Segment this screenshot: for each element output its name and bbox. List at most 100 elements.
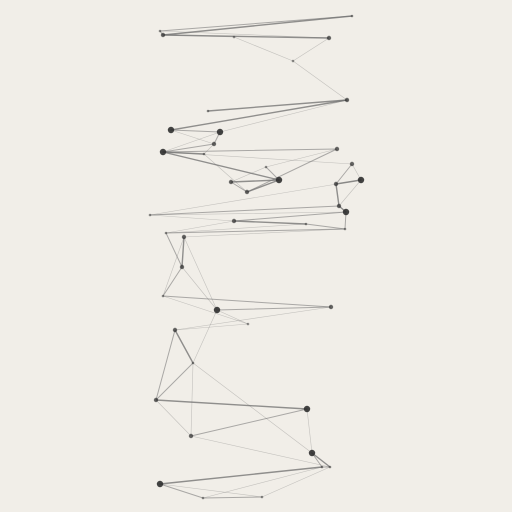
- node-n4: [232, 35, 236, 39]
- edge-n20-n24: [149, 179, 362, 216]
- edge-n1-n5: [159, 30, 330, 39]
- edge-n35-n36: [174, 329, 194, 364]
- edge-n13-n14: [162, 148, 338, 153]
- edge-n30-n31: [162, 266, 183, 297]
- node-n40: [308, 449, 316, 457]
- node-n9: [167, 126, 175, 134]
- edge-n9-n10: [170, 129, 221, 133]
- edge-n42-n44: [202, 466, 323, 499]
- node-n3: [160, 32, 166, 38]
- edge-n33-n34: [216, 309, 249, 325]
- edge-n17-n18: [230, 181, 248, 193]
- edge-n13-n16: [162, 151, 280, 181]
- edge-n35-n37: [155, 329, 176, 401]
- edge-n27-n28: [165, 228, 346, 234]
- edge-n27-n29: [183, 228, 346, 238]
- node-n36: [191, 361, 195, 365]
- node-n32: [328, 304, 334, 310]
- edge-n15-n18: [230, 166, 267, 183]
- edge-n29-n30: [181, 236, 185, 268]
- edge-n25-n26: [233, 220, 307, 225]
- node-n7: [206, 109, 210, 113]
- node-n13: [159, 148, 167, 156]
- edge-n33-n36: [192, 309, 218, 364]
- edge-n43-n44: [159, 483, 204, 499]
- edge-n10-n13: [162, 131, 221, 153]
- node-n19: [349, 161, 355, 167]
- edge-n4-n6: [233, 36, 294, 62]
- edge-n41-n45: [261, 466, 331, 498]
- edge-n6-n8: [292, 60, 348, 101]
- edge-n8-n10: [219, 99, 348, 133]
- node-n16: [275, 176, 283, 184]
- edge-n32-n33: [216, 306, 332, 311]
- edge-n37-n39: [155, 399, 192, 437]
- edge-n20-n22: [338, 179, 362, 207]
- node-n30: [179, 264, 185, 270]
- edge-n39-n41: [190, 435, 331, 468]
- node-n29: [181, 234, 187, 240]
- edge-n34-n35: [174, 323, 249, 331]
- edge-n2-n3: [162, 15, 353, 36]
- node-n24: [148, 213, 152, 217]
- edge-n12-n17: [203, 153, 248, 193]
- node-n45: [260, 495, 264, 499]
- edge-n42-n43: [159, 466, 323, 485]
- node-n31: [161, 294, 165, 298]
- edge-n14-n17: [246, 148, 338, 193]
- node-n11: [211, 141, 217, 147]
- edge-n19-n21: [335, 163, 353, 185]
- node-n37: [153, 397, 159, 403]
- node-n22: [336, 203, 342, 209]
- edge-n32-n35: [174, 306, 332, 331]
- edge-n11-n13: [162, 143, 215, 153]
- edge-n37-n38: [155, 399, 308, 410]
- edge-n25-n28: [165, 220, 235, 234]
- node-n17: [244, 189, 250, 195]
- edge-n7-n8: [207, 99, 348, 112]
- node-n28: [164, 231, 168, 235]
- edges-layer: [149, 15, 362, 499]
- node-n1: [158, 29, 162, 33]
- edge-n36-n37: [155, 362, 194, 401]
- edge-n36-n40: [192, 362, 313, 454]
- edge-n9-n11: [170, 129, 215, 145]
- edge-n13-n19: [162, 151, 353, 165]
- edge-n23-n24: [149, 211, 347, 216]
- edge-n38-n39: [190, 408, 308, 437]
- edge-n8-n9: [170, 99, 348, 131]
- node-n18: [228, 179, 234, 185]
- node-n21: [333, 181, 339, 187]
- edge-n23-n25: [233, 211, 347, 222]
- edge-n26-n27: [305, 223, 346, 230]
- edge-n28-n30: [165, 232, 183, 268]
- node-n33: [213, 306, 221, 314]
- node-n34: [246, 322, 250, 326]
- edge-n38-n40: [306, 408, 313, 454]
- edge-n40-n41: [311, 452, 331, 468]
- node-n14: [334, 146, 340, 152]
- edge-n24-n25: [149, 214, 235, 222]
- edge-n31-n32: [162, 295, 332, 308]
- node-n6: [291, 59, 295, 63]
- node-n15: [264, 165, 268, 169]
- node-n35: [172, 327, 178, 333]
- edge-n36-n39: [190, 362, 194, 437]
- edge-n1-n2: [159, 15, 353, 32]
- node-n10: [216, 128, 224, 136]
- edge-n14-n15: [265, 148, 338, 168]
- node-n27: [343, 227, 347, 231]
- node-n25: [231, 218, 237, 224]
- edge-n31-n34: [162, 295, 249, 325]
- node-n39: [188, 433, 194, 439]
- node-n26: [304, 222, 308, 226]
- node-n44: [201, 496, 205, 500]
- node-n42: [320, 465, 324, 469]
- edge-n29-n31: [162, 236, 185, 297]
- node-n23: [342, 208, 350, 216]
- node-n38: [303, 405, 311, 413]
- edge-n11-n12: [203, 143, 215, 155]
- edge-n5-n6: [292, 37, 330, 62]
- edge-n21-n22: [335, 183, 340, 207]
